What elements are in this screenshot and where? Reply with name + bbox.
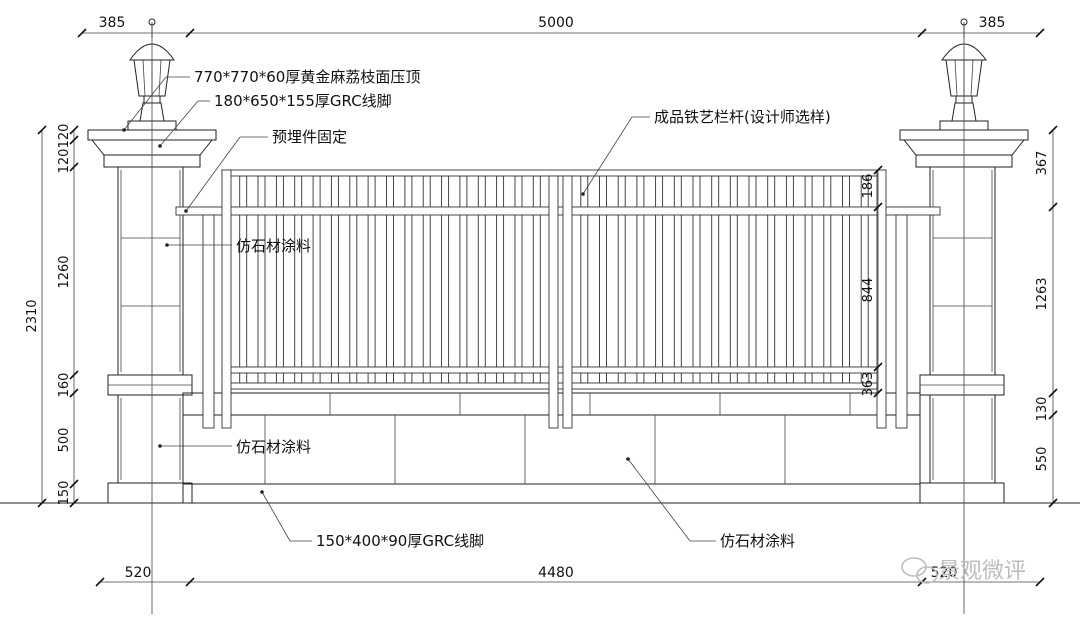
dim-top-left: 385 — [99, 15, 126, 31]
dim-bottom-center: 4480 — [538, 565, 574, 581]
dimension-lines — [41, 22, 1054, 614]
dimension-tick — [185, 28, 195, 38]
dimension-tick — [69, 135, 79, 145]
dim-inner-363: 363 — [861, 372, 876, 397]
label-embedded-fix: 预埋件固定 — [272, 128, 347, 146]
dim-top-center: 5000 — [538, 15, 574, 31]
label-coating-pillar-lower: 仿石材涂料 — [236, 438, 311, 456]
dimension-tick — [185, 577, 195, 587]
dimension-ticks — [37, 28, 1058, 587]
dim-right-550: 550 — [1035, 447, 1050, 472]
dim-left-total: 2310 — [25, 299, 40, 332]
label-grc-foot-top: 180*650*155厚GRC线脚 — [214, 92, 392, 110]
dimension-texts: 385 5000 385 520 4480 520 120 120 1260 1… — [25, 15, 1050, 581]
dimension-tick — [69, 498, 79, 508]
dim-left-160: 160 — [57, 373, 72, 398]
dimension-tick — [1048, 410, 1058, 420]
leader-dots — [122, 128, 630, 494]
wechat-icon — [901, 557, 938, 584]
dimension-tick — [37, 125, 47, 135]
dimension-tick — [1048, 498, 1058, 508]
watermark: 景观微评 — [901, 557, 1026, 584]
dim-left-120b: 120 — [57, 149, 72, 174]
dimension-tick — [873, 202, 883, 212]
iron-railing — [175, 169, 941, 429]
dimension-tick — [1048, 125, 1058, 135]
label-coating-wall: 仿石材涂料 — [720, 532, 795, 550]
watermark-text: 景观微评 — [938, 559, 1026, 584]
dim-right-130: 130 — [1035, 397, 1050, 422]
dimension-tick — [69, 162, 79, 172]
dimension-tick — [69, 125, 79, 135]
dimension-tick — [37, 498, 47, 508]
dimension-tick — [95, 577, 105, 587]
dimension-tick — [1048, 388, 1058, 398]
dimension-tick — [917, 28, 927, 38]
label-railing: 成品铁艺栏杆(设计师选样) — [654, 108, 831, 126]
dimension-tick — [873, 165, 883, 175]
dim-right-367: 367 — [1035, 151, 1050, 176]
dim-left-500: 500 — [57, 428, 72, 453]
dimension-tick — [1035, 28, 1045, 38]
dimension-tick — [69, 370, 79, 380]
dimension-tick — [873, 388, 883, 398]
dim-right-1263: 1263 — [1035, 277, 1050, 310]
dimension-tick — [69, 388, 79, 398]
dim-bottom-left: 520 — [125, 565, 152, 581]
dimension-tick — [873, 362, 883, 372]
annotation-texts: 770*770*60厚黄金麻荔枝面压顶 180*650*155厚GRC线脚 预埋… — [194, 68, 831, 550]
leader-lines — [123, 76, 716, 542]
dim-inner-186: 186 — [861, 174, 876, 199]
dim-left-120a: 120 — [57, 124, 72, 149]
dimension-tick — [77, 28, 87, 38]
dim-left-150: 150 — [57, 481, 72, 506]
dimension-tick — [1048, 202, 1058, 212]
label-grc-foot-bottom: 150*400*90厚GRC线脚 — [316, 532, 484, 550]
dimension-tick — [1035, 577, 1045, 587]
dim-left-1260: 1260 — [57, 255, 72, 288]
dimension-tick — [69, 479, 79, 489]
label-coating-pillar-upper: 仿石材涂料 — [236, 237, 311, 255]
dim-top-right: 385 — [979, 15, 1006, 31]
dim-inner-844: 844 — [861, 278, 876, 303]
label-cap-stone: 770*770*60厚黄金麻荔枝面压顶 — [194, 68, 420, 86]
